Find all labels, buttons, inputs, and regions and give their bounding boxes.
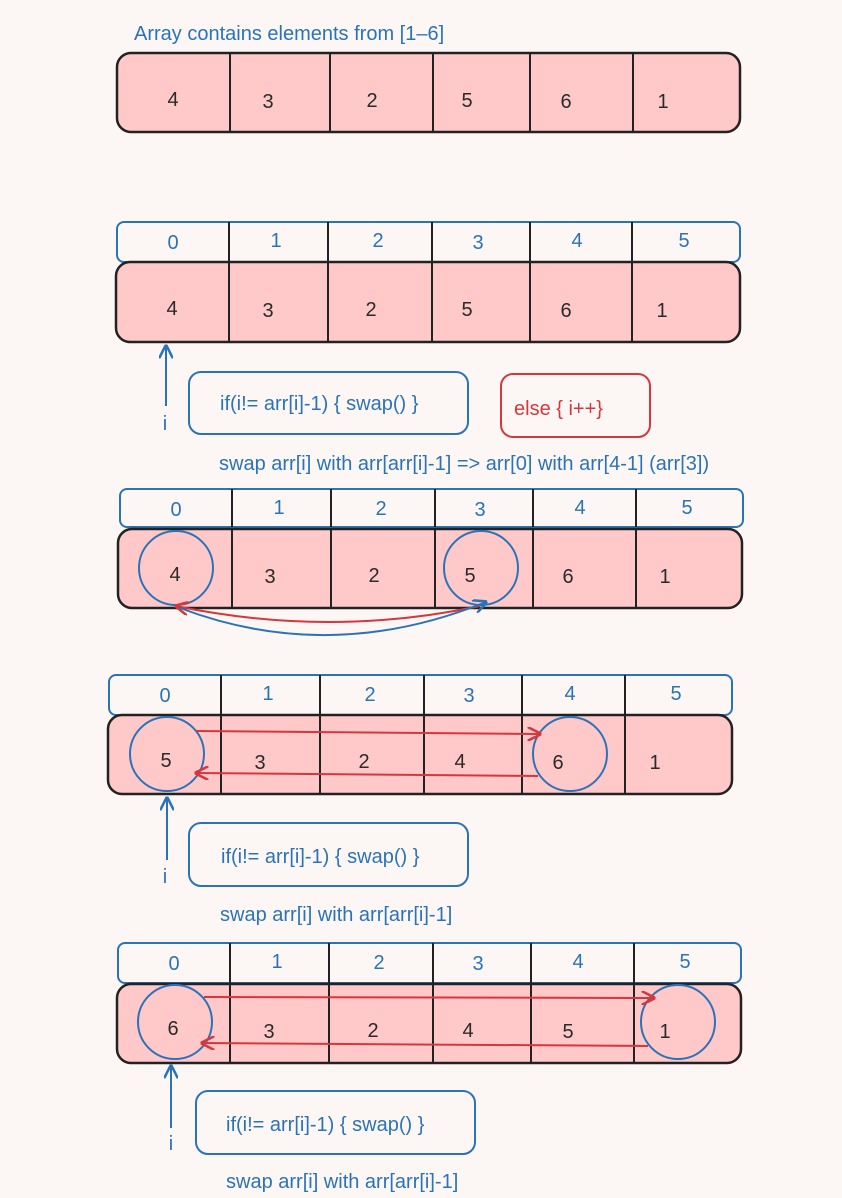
cell-value: 4 <box>169 564 180 586</box>
index-label: 1 <box>262 683 273 705</box>
cell-value: 5 <box>461 299 472 321</box>
swap-arrow-red <box>203 997 654 998</box>
index-label: 0 <box>159 685 170 707</box>
pointer-label: i <box>163 866 167 888</box>
swap-arrow-red <box>176 606 481 623</box>
index-label: 2 <box>373 952 384 974</box>
index-label: 2 <box>372 230 383 252</box>
cell-value: 2 <box>358 751 369 773</box>
condition-text: if(i!= arr[i]-1) { swap() } <box>226 1114 425 1136</box>
index-bar <box>119 488 744 528</box>
cell-value: 5 <box>160 750 171 772</box>
condition-box <box>195 1090 476 1155</box>
swap-note: swap arr[i] with arr[arr[i]-1] <box>220 904 452 926</box>
cell-value: 1 <box>649 752 660 774</box>
highlight-circle <box>532 716 608 792</box>
else-box <box>500 373 651 438</box>
cell-value: 1 <box>659 566 670 588</box>
index-label: 1 <box>273 497 284 519</box>
cell-value: 4 <box>166 298 177 320</box>
diagram-title: Array contains elements from [1–6] <box>134 23 444 45</box>
array-box <box>106 713 734 796</box>
cell-value: 3 <box>264 566 275 588</box>
cell-value: 3 <box>262 91 273 113</box>
index-label: 4 <box>574 497 585 519</box>
array-box <box>115 982 743 1065</box>
cell-value: 2 <box>365 299 376 321</box>
cell-value: 1 <box>657 91 668 113</box>
condition-text: if(i!= arr[i]-1) { swap() } <box>220 393 419 415</box>
swap-arrow-red <box>196 773 539 776</box>
cell-value: 6 <box>552 752 563 774</box>
step-2: 0 1 2 3 4 5 4 3 2 5 6 1 <box>116 488 744 636</box>
index-label: 0 <box>167 232 178 254</box>
index-label: 2 <box>364 684 375 706</box>
index-label: 4 <box>564 683 575 705</box>
cell-value: 4 <box>167 89 178 111</box>
cell-value: 4 <box>462 1020 473 1042</box>
cell-value: 6 <box>167 1018 178 1040</box>
swap-arrow-red <box>195 731 540 734</box>
else-text: else { i++} <box>514 398 603 420</box>
condition-box <box>188 371 469 435</box>
index-label: 5 <box>670 683 681 705</box>
swap-note: swap arr[i] with arr[arr[i]-1] => arr[0]… <box>219 453 709 475</box>
cell-value: 6 <box>560 91 571 113</box>
swap-arrow-blue <box>179 602 486 636</box>
index-label: 5 <box>678 230 689 252</box>
index-label: 0 <box>168 953 179 975</box>
highlight-circle <box>137 984 213 1060</box>
index-label: 5 <box>679 951 690 973</box>
cell-value: 4 <box>454 751 465 773</box>
index-label: 1 <box>270 230 281 252</box>
index-label: 3 <box>474 499 485 521</box>
pointer-label: i <box>163 413 167 435</box>
index-label: 1 <box>271 951 282 973</box>
index-label: 3 <box>472 232 483 254</box>
cell-value: 6 <box>562 566 573 588</box>
cell-value: 1 <box>656 300 667 322</box>
initial-array: 4 3 2 5 6 1 <box>115 51 742 134</box>
cell-value: 3 <box>263 1021 274 1043</box>
index-label: 5 <box>681 497 692 519</box>
index-label: 3 <box>472 953 483 975</box>
cell-value: 5 <box>562 1021 573 1043</box>
cell-value: 3 <box>262 300 273 322</box>
array-box <box>115 51 742 134</box>
index-bar <box>116 221 741 263</box>
cell-value: 1 <box>659 1021 670 1043</box>
index-label: 4 <box>572 951 583 973</box>
index-label: 4 <box>571 230 582 252</box>
cell-value: 2 <box>368 565 379 587</box>
index-bar <box>108 674 733 716</box>
swap-note: swap arr[i] with arr[arr[i]-1] <box>226 1171 458 1193</box>
highlight-circle <box>640 984 716 1060</box>
cell-value: 5 <box>461 90 472 112</box>
swap-arrow-red <box>202 1043 649 1046</box>
step-4: 0 1 2 3 4 5 6 3 2 4 5 1 i if(i!= arr[i]-… <box>115 942 743 1193</box>
cell-value: 6 <box>560 300 571 322</box>
pointer-label: i <box>169 1133 173 1155</box>
condition-text: if(i!= arr[i]-1) { swap() } <box>221 846 420 868</box>
highlight-circle <box>129 716 205 792</box>
step-3: 0 1 2 3 4 5 5 3 2 4 6 1 i if(i!= arr[i]-… <box>106 674 734 926</box>
index-label: 2 <box>375 498 386 520</box>
index-label: 0 <box>170 499 181 521</box>
array-box <box>114 260 742 344</box>
index-label: 3 <box>463 685 474 707</box>
array-box <box>116 527 744 610</box>
cell-value: 2 <box>366 90 377 112</box>
cell-value: 3 <box>254 752 265 774</box>
condition-box <box>188 822 469 887</box>
index-bar <box>117 942 742 984</box>
cell-value: 5 <box>464 565 475 587</box>
cell-value: 2 <box>367 1020 378 1042</box>
step-1: 0 1 2 3 4 5 4 3 2 5 6 1 i if(i!= arr[i]-… <box>114 221 742 475</box>
